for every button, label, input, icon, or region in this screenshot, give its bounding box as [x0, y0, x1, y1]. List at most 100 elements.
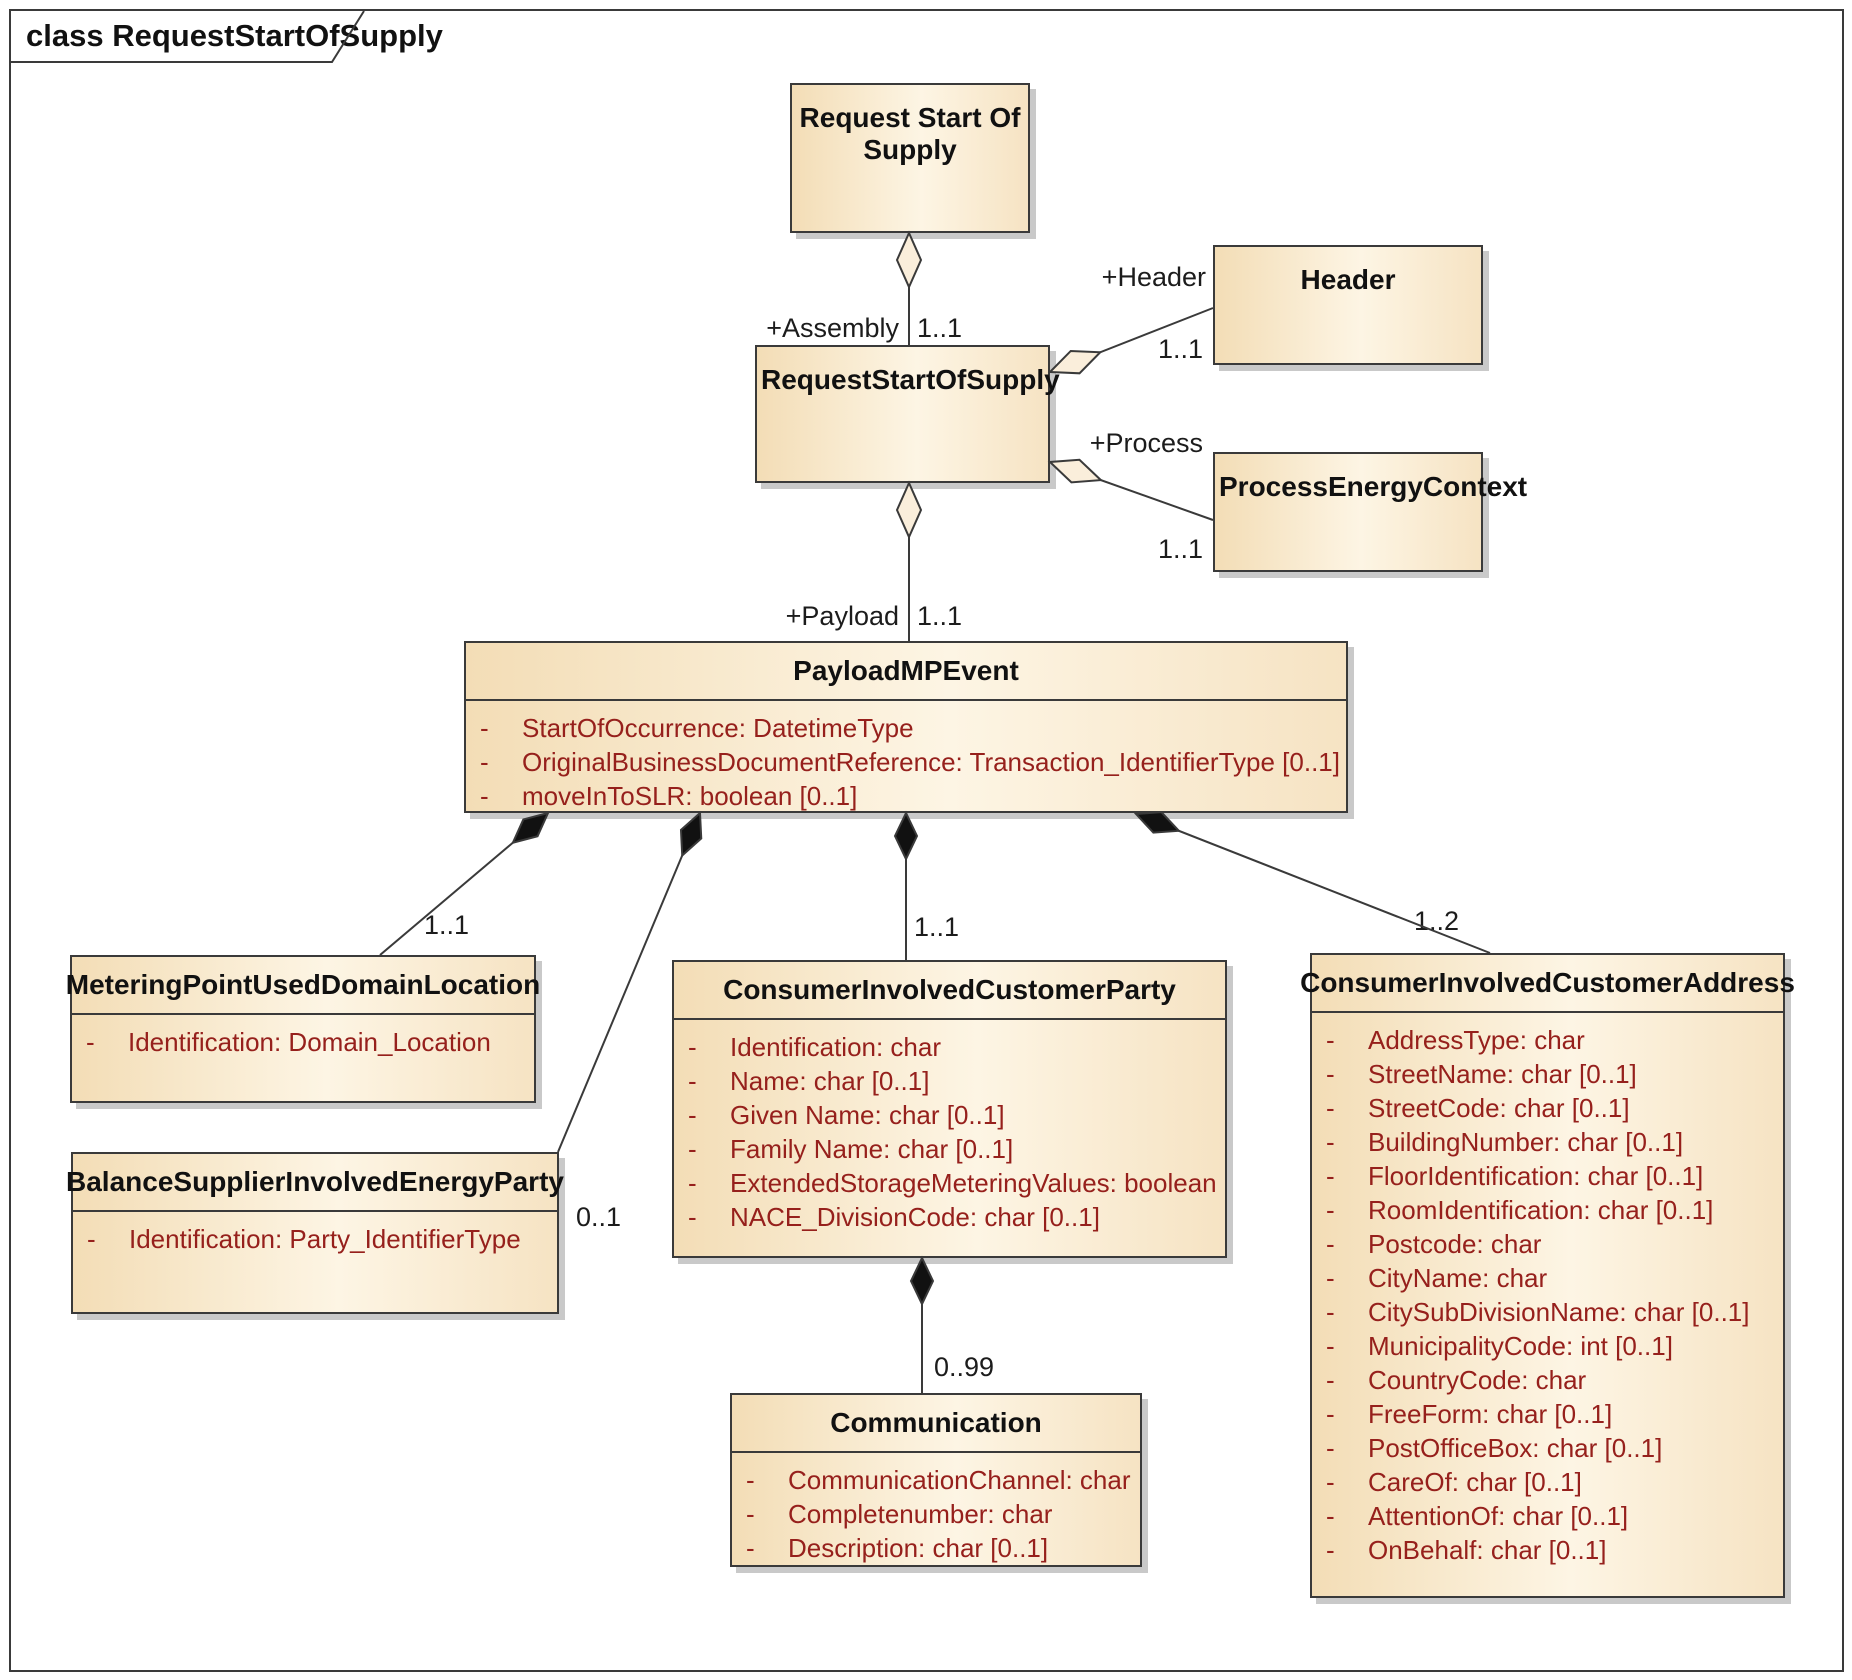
role-label: +Payload	[785, 601, 899, 631]
multiplicity-label: 1..1	[1158, 534, 1204, 564]
multiplicity-label: 1..1	[424, 910, 470, 940]
visibility-marker: -	[746, 1533, 755, 1563]
attribute-row[interactable]: -Completenumber: char	[732, 1497, 1140, 1531]
attribute-text: CityName: char	[1368, 1263, 1548, 1293]
attribute-row[interactable]: -StartOfOccurrence: DatetimeType	[466, 711, 1346, 745]
attribute-row[interactable]: -PostOfficeBox: char [0..1]	[1312, 1431, 1783, 1465]
attribute-list: -Identification: Domain_Location	[72, 1015, 534, 1059]
attribute-row[interactable]: -Identification: Party_IdentifierType	[73, 1222, 557, 1256]
visibility-marker: -	[1326, 1093, 1335, 1123]
attribute-list: -CommunicationChannel: char-Completenumb…	[732, 1453, 1140, 1565]
attribute-text: OnBehalf: char [0..1]	[1368, 1535, 1607, 1565]
attribute-row[interactable]: -Name: char [0..1]	[674, 1064, 1225, 1098]
attribute-list: -Identification: Party_IdentifierType	[73, 1212, 557, 1256]
attribute-row[interactable]: -BuildingNumber: char [0..1]	[1312, 1125, 1783, 1159]
attribute-text: MunicipalityCode: int [0..1]	[1368, 1331, 1673, 1361]
visibility-marker: -	[480, 713, 489, 743]
attribute-text: StreetCode: char [0..1]	[1368, 1093, 1630, 1123]
attribute-text: ExtendedStorageMeteringValues: boolean	[730, 1168, 1217, 1198]
attribute-row[interactable]: - CityName: char	[1312, 1261, 1783, 1295]
class-box-header[interactable]: Header	[1213, 245, 1483, 365]
attribute-row[interactable]: - CitySubDivisionName: char [0..1]	[1312, 1295, 1783, 1329]
attribute-text: AttentionOf: char [0..1]	[1368, 1501, 1629, 1531]
attribute-row[interactable]: - Given Name: char [0..1]	[674, 1098, 1225, 1132]
attribute-text: Description: char [0..1]	[788, 1533, 1049, 1563]
attribute-row[interactable]: - FreeForm: char [0..1]	[1312, 1397, 1783, 1431]
class-box-request-start-of-supply-object[interactable]: Request Start Of Supply	[790, 83, 1030, 233]
attribute-row[interactable]: -moveInToSLR: boolean [0..1]	[466, 779, 1346, 813]
visibility-marker: -	[1326, 1297, 1335, 1327]
attribute-row[interactable]: -Identification: char	[674, 1030, 1225, 1064]
visibility-marker: -	[480, 747, 489, 777]
attribute-row[interactable]: -CareOf: char [0..1]	[1312, 1465, 1783, 1499]
visibility-marker: -	[688, 1202, 697, 1232]
attribute-row[interactable]: - CommunicationChannel: char	[732, 1463, 1140, 1497]
class-box-process-energy-context[interactable]: ProcessEnergyContext	[1213, 452, 1528, 572]
attribute-row[interactable]: - MunicipalityCode: int [0..1]	[1312, 1329, 1783, 1363]
attribute-row[interactable]: -AddressType: char	[1312, 1023, 1783, 1057]
attribute-list: -Identification: char-Name: char [0..1]-…	[674, 1020, 1225, 1234]
attribute-row[interactable]: -CountryCode: char	[1312, 1363, 1783, 1397]
attribute-list: -StartOfOccurrence: DatetimeType-Origina…	[466, 701, 1346, 813]
class-name: PayloadMPEvent	[466, 643, 1346, 701]
attribute-row[interactable]: -Family Name: char [0..1]	[674, 1132, 1225, 1166]
class-name: Request Start Of Supply	[799, 102, 1021, 165]
visibility-marker: -	[1326, 1399, 1335, 1429]
class-box-payload-mp-event[interactable]: PayloadMPEvent-StartOfOccurrence: Dateti…	[464, 641, 1348, 813]
attribute-text: BuildingNumber: char [0..1]	[1368, 1127, 1684, 1157]
visibility-marker: -	[746, 1465, 755, 1495]
attribute-row[interactable]: -RoomIdentification: char [0..1]	[1312, 1193, 1783, 1227]
attribute-text: StreetName: char [0..1]	[1368, 1059, 1637, 1089]
attribute-text: Name: char [0..1]	[730, 1066, 930, 1096]
visibility-marker: -	[1326, 1263, 1335, 1293]
attribute-row[interactable]: - StreetCode: char [0..1]	[1312, 1091, 1783, 1125]
class-name: ConsumerInvolvedCustomerAddress	[1300, 955, 1795, 1013]
attribute-text: CommunicationChannel: char	[788, 1465, 1131, 1495]
attribute-row[interactable]: - NACE_DivisionCode: char [0..1]	[674, 1200, 1225, 1234]
visibility-marker: -	[1326, 1025, 1335, 1055]
connector-address[interactable]	[1135, 813, 1491, 954]
connector-balance[interactable]	[557, 812, 701, 1153]
attribute-text: FloorIdentification: char [0..1]	[1368, 1161, 1704, 1191]
class-box-consumer-involved-customer-address[interactable]: ConsumerInvolvedCustomerAddress -AddressT…	[1300, 953, 1795, 1598]
class-name: ProcessEnergyContext	[1219, 471, 1528, 502]
attribute-text: moveInToSLR: boolean [0..1]	[522, 781, 858, 811]
attribute-row[interactable]: -FloorIdentification: char [0..1]	[1312, 1159, 1783, 1193]
class-box-consumer-involved-customer-party[interactable]: ConsumerInvolvedCustomerParty-Identifica…	[672, 960, 1227, 1258]
visibility-marker: -	[1326, 1059, 1335, 1089]
attribute-text: Identification: char	[730, 1032, 942, 1062]
visibility-marker: -	[1326, 1331, 1335, 1361]
attribute-row[interactable]: -Postcode: char	[1312, 1227, 1783, 1261]
class-box-communication[interactable]: Communication-CommunicationChannel: char…	[730, 1393, 1142, 1567]
attribute-row[interactable]: - AttentionOf: char [0..1]	[1312, 1499, 1783, 1533]
connector-process[interactable]	[1049, 461, 1214, 521]
attribute-text: CareOf: char [0..1]	[1368, 1467, 1582, 1497]
attribute-row[interactable]: - StreetName: char [0..1]	[1312, 1057, 1783, 1091]
attribute-row[interactable]: -OriginalBusinessDocumentReference: Tran…	[466, 745, 1346, 779]
visibility-marker: -	[1326, 1365, 1335, 1395]
class-box-balance-supplier-involved-energy-party[interactable]: BalanceSupplierInvolvedEnergyParty-Ident…	[66, 1152, 564, 1314]
attribute-row[interactable]: -OnBehalf: char [0..1]	[1312, 1533, 1783, 1567]
attribute-text: Completenumber: char	[788, 1499, 1053, 1529]
attribute-text: CitySubDivisionName: char [0..1]	[1368, 1297, 1750, 1327]
attribute-row[interactable]: -ExtendedStorageMeteringValues: boolean	[674, 1166, 1225, 1200]
attribute-text: FreeForm: char [0..1]	[1368, 1399, 1613, 1429]
attribute-row[interactable]: - Description: char [0..1]	[732, 1531, 1140, 1565]
attribute-text: RoomIdentification: char [0..1]	[1368, 1195, 1714, 1225]
role-label: +Process	[1089, 428, 1203, 458]
attribute-text: NACE_DivisionCode: char [0..1]	[730, 1202, 1100, 1232]
class-box-request-start-of-supply[interactable]: RequestStartOfSupply	[755, 345, 1060, 483]
visibility-marker: -	[1326, 1501, 1335, 1531]
multiplicity-label: 1..1	[914, 912, 960, 942]
class-name: ConsumerInvolvedCustomerParty	[674, 962, 1225, 1020]
attribute-row[interactable]: -Identification: Domain_Location	[72, 1025, 534, 1059]
visibility-marker: -	[688, 1100, 697, 1130]
visibility-marker: -	[688, 1134, 697, 1164]
class-box-metering-point-used-domain-location[interactable]: MeteringPointUsedDomainLocation-Identifi…	[66, 955, 540, 1103]
visibility-marker: -	[1326, 1229, 1335, 1259]
multiplicity-label: 0..1	[576, 1202, 622, 1232]
diagram-frame-title: class RequestStartOfSupply	[26, 18, 443, 53]
role-label: +Header	[1101, 262, 1206, 292]
attribute-text: Given Name: char [0..1]	[730, 1100, 1005, 1130]
